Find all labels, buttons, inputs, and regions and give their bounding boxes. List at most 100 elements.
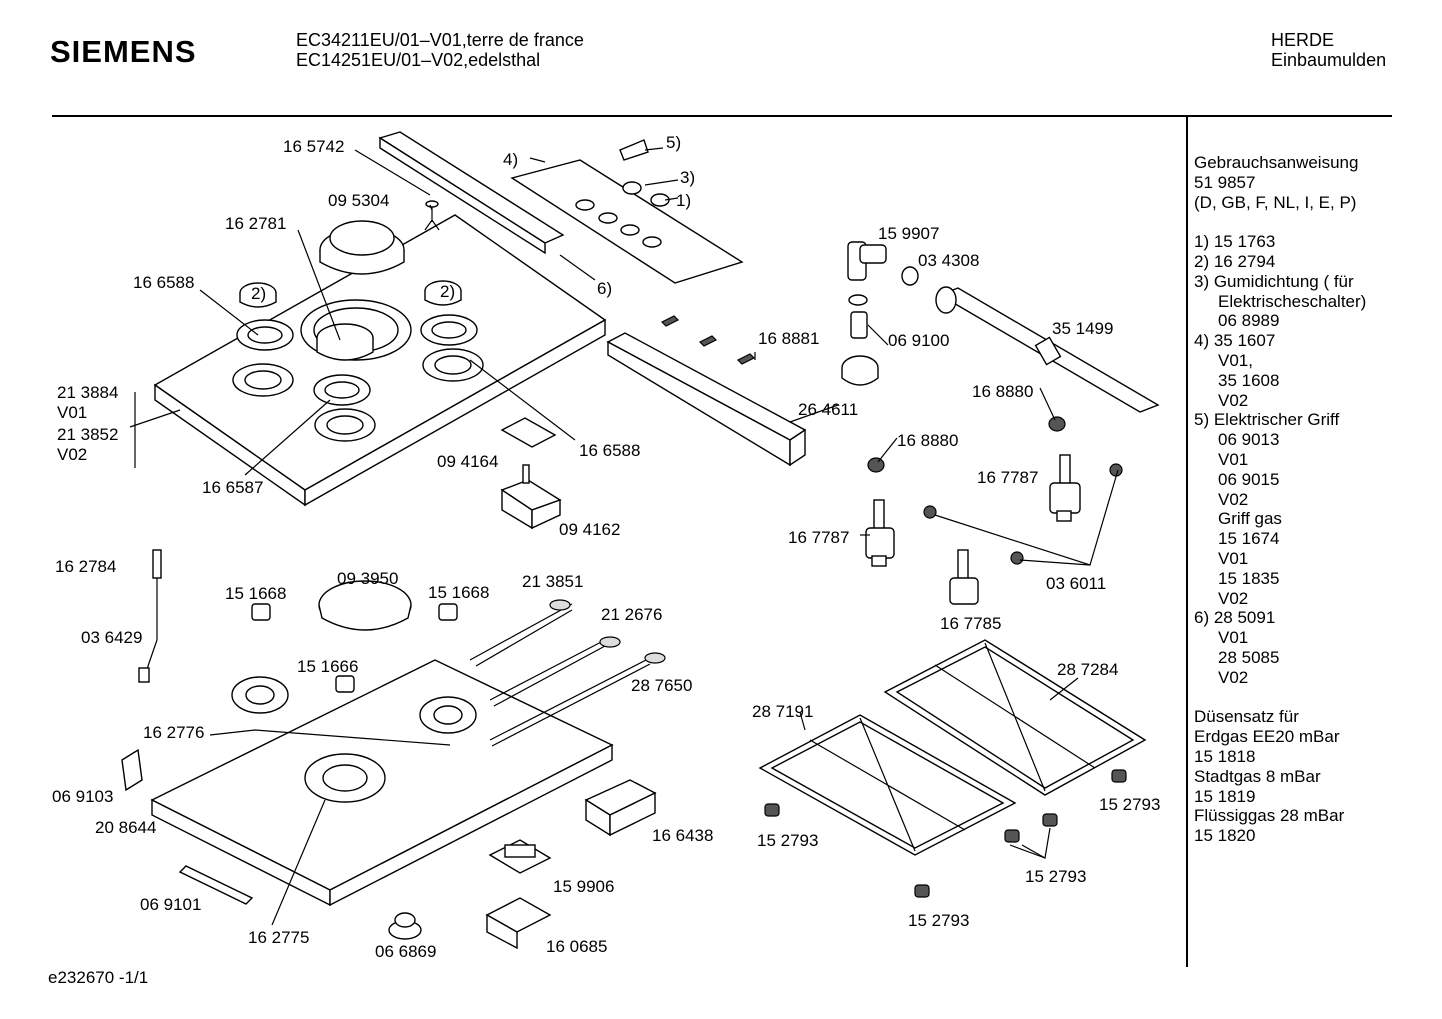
legend-item: 3) Gumidichtung ( für (1194, 271, 1354, 291)
legend-manual-2: 51 9857 (1194, 172, 1256, 192)
callout-label: 06 9100 (888, 331, 949, 350)
exploded-parts-diagram: 16 5742 4) 5) 3) 1) 09 5304 16 2781 16 6… (52, 131, 1160, 961)
mounting-rail (606, 332, 807, 467)
cover-bracket (485, 897, 552, 950)
seal-ring (848, 294, 868, 306)
legend-nozzle: 15 1820 (1194, 826, 1256, 846)
legend-item: V01, (1218, 350, 1253, 370)
legend-manual-3: (D, GB, F, NL, I, E, P) (1194, 192, 1357, 212)
legend-item: V02 (1218, 667, 1249, 687)
spark-electrode (424, 200, 440, 231)
burner-bowl (318, 580, 412, 631)
legend-item: 5) Elektrischer Griff (1194, 410, 1340, 430)
screw (1010, 551, 1024, 565)
ignition-module (584, 779, 657, 837)
gas-elbow (847, 241, 887, 281)
burner-base (231, 676, 289, 714)
legend-item: 06 9013 (1218, 430, 1280, 450)
mounting-clip (121, 748, 143, 792)
legend-item: 35 1608 (1218, 370, 1280, 390)
drawing-code: e232670 -1/1 (48, 968, 149, 987)
legend-item: V01 (1218, 628, 1249, 648)
switch-cover (500, 417, 557, 448)
burner-cap-large (319, 220, 405, 275)
callout-label: 5) (666, 133, 681, 152)
callout-label: 15 1668 (225, 584, 286, 603)
burner-base (419, 696, 477, 734)
legend-item: 15 1674 (1218, 529, 1280, 549)
nozzle-cap (251, 603, 271, 621)
terminal-block (488, 839, 552, 874)
clip-parts (660, 315, 756, 365)
nut (901, 266, 919, 286)
callout-label: 16 2775 (248, 928, 309, 947)
callout-label: 28 7284 (1057, 660, 1118, 679)
gas-pipes (469, 599, 666, 747)
gas-valve (949, 549, 979, 605)
callout-label: 03 6429 (81, 628, 142, 647)
callout-label: 09 5304 (328, 191, 389, 210)
callout-label: 16 7785 (940, 614, 1001, 633)
burner-ring (236, 319, 294, 351)
callout-label: 15 1668 (428, 583, 489, 602)
category-line-1: HERDE (1271, 30, 1335, 50)
leader-lines (129, 147, 1119, 926)
callout-label: 06 9101 (140, 895, 201, 914)
legend-nozzle: Flüssiggas 28 mBar (1194, 806, 1345, 826)
parts-legend: Gebrauchsanweisung 51 9857 (D, GB, F, NL… (1194, 153, 1366, 846)
callout-label: 16 6588 (579, 441, 640, 460)
callout-label: 15 2793 (757, 831, 818, 850)
callout-label: 16 6438 (652, 826, 713, 845)
legend-item: V02 (1218, 588, 1249, 608)
legend-item: 15 1835 (1218, 568, 1280, 588)
gas-manifold (935, 286, 1160, 413)
pan-support-right (883, 639, 1147, 796)
nozzle-cap (335, 675, 355, 693)
callout-label: 16 7787 (788, 528, 849, 547)
callout-label: 3) (680, 168, 695, 187)
category-line-2: Einbaumulden (1271, 50, 1387, 70)
control-panel (510, 159, 744, 284)
legend-item: 4) 35 1607 (1194, 331, 1276, 351)
legend-nozzle: 15 1819 (1194, 786, 1256, 806)
callout-label: V01 (57, 403, 87, 422)
callout-label: 1) (676, 191, 691, 210)
callout-label: 03 4308 (918, 251, 979, 270)
legend-item: V02 (1218, 489, 1249, 509)
legend-item: Elektrischeschalter) (1218, 291, 1367, 311)
control-knob (619, 139, 670, 207)
gas-valve (865, 499, 895, 567)
callout-label: 16 6587 (202, 478, 263, 497)
callout-label: 28 7191 (752, 702, 813, 721)
callout-label: 16 8880 (972, 382, 1033, 401)
legend-nozzle: Stadtgas 8 mBar (1194, 766, 1321, 786)
burner-base-large (304, 753, 386, 803)
legend-nozzle: 15 1818 (1194, 746, 1256, 766)
callout-label: 2) (251, 284, 266, 303)
callout-label: 09 4164 (437, 452, 498, 471)
screw (1109, 463, 1123, 477)
callout-label: 16 8881 (758, 329, 819, 348)
energy-switch (500, 464, 562, 530)
callout-label: 28 7650 (631, 676, 692, 695)
legend-nozzle: Erdgas EE20 mBar (1194, 727, 1340, 747)
header-divider (52, 115, 1392, 117)
callout-label: 03 6011 (1046, 574, 1106, 593)
callout-label: 20 8644 (95, 818, 156, 837)
washer (1048, 416, 1066, 432)
category-heading: HERDE Einbaumulden (1271, 30, 1386, 70)
burner-cap-medium (316, 323, 374, 361)
model-line-1: EC34211EU/01–V01,terre de france (296, 30, 584, 50)
washer (867, 457, 885, 473)
callout-label: 16 7787 (977, 468, 1038, 487)
callout-label: 26 4611 (798, 400, 858, 419)
callout-label: 16 8880 (897, 431, 958, 450)
callout-label: 06 9103 (52, 787, 113, 806)
callout-label: 16 2784 (55, 557, 116, 576)
callout-label: 35 1499 (1052, 319, 1113, 338)
callout-label: 16 5742 (283, 137, 344, 156)
legend-item: 2) 16 2794 (1194, 251, 1276, 271)
callout-labels: 16 5742 4) 5) 3) 1) 09 5304 16 2781 16 6… (52, 133, 1160, 961)
burner-ring (313, 374, 371, 406)
callout-label: V02 (57, 445, 87, 464)
